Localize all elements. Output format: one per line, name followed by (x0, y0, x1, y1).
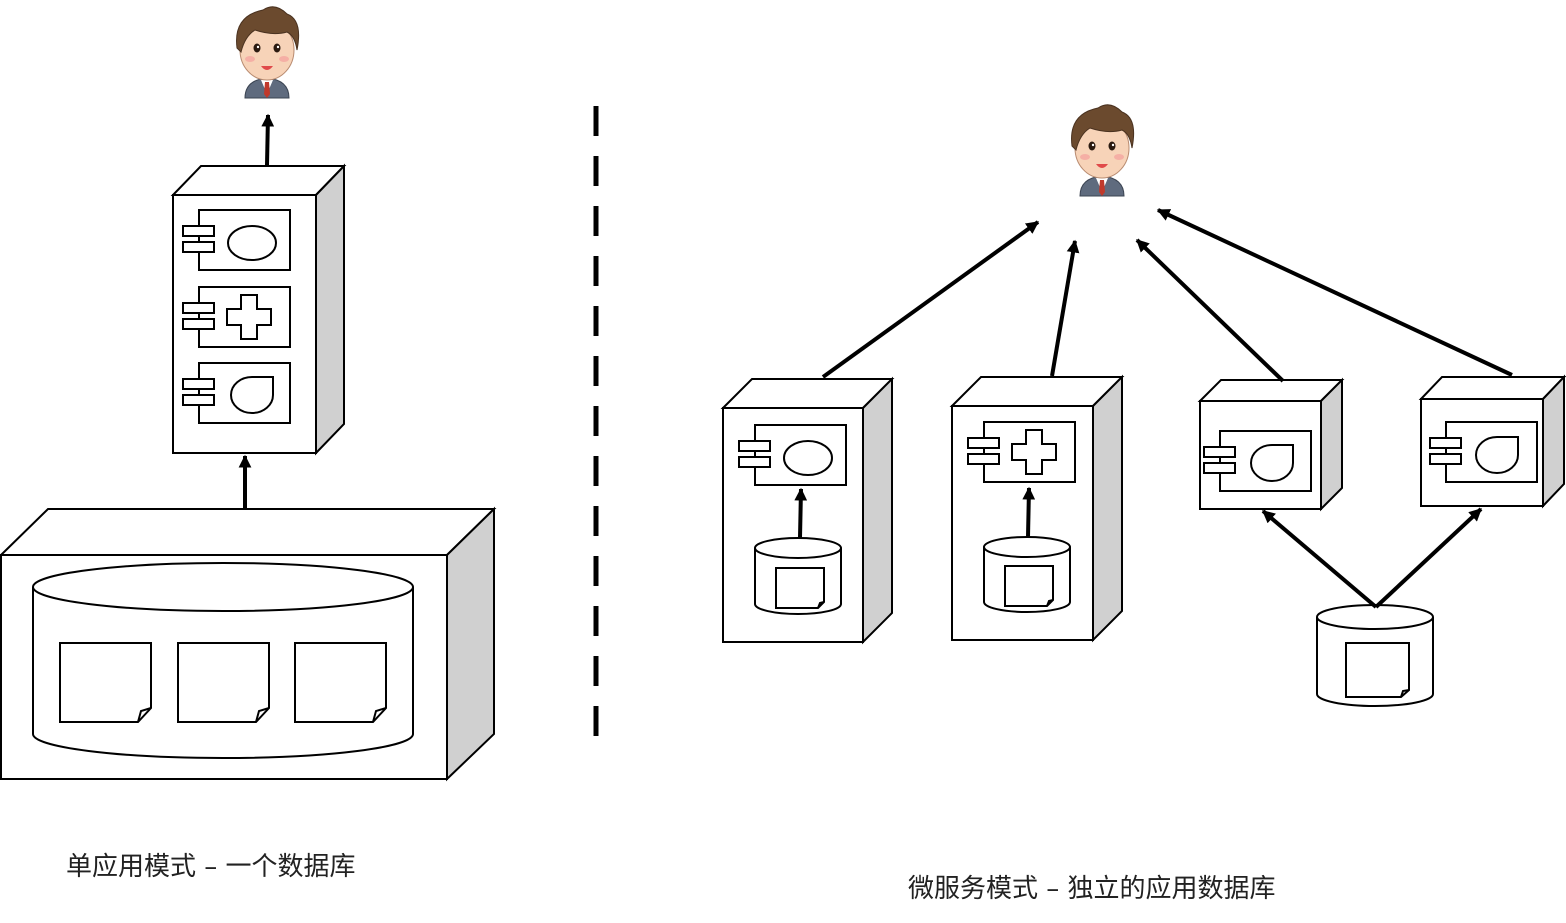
shared-database-cylinder-icon (1316, 604, 1434, 707)
component-icon (738, 424, 847, 486)
user-avatar-icon (1071, 104, 1135, 197)
arrow-db-to-component (794, 487, 808, 539)
arrow-shareddb-to-service4 (1374, 507, 1483, 609)
microservice-node-1 (720, 376, 895, 645)
component-icon (1429, 421, 1538, 483)
document-icon (775, 567, 825, 609)
arrow-server-to-user (261, 113, 275, 166)
document-icon (1345, 642, 1410, 698)
database-cylinder-icon (983, 536, 1071, 613)
microservice-node-2 (949, 374, 1125, 643)
arrow-service1-to-user (821, 220, 1040, 379)
microservice-node-3 (1197, 377, 1345, 512)
arrow-db-to-component (1022, 486, 1036, 538)
component-icon (1203, 430, 1312, 492)
user-avatar-icon (236, 6, 300, 99)
arrow-service2-to-user (1050, 239, 1080, 377)
microservices-caption: 微服务模式 – 独立的应用数据库 (908, 874, 1276, 904)
monolith-app-server (170, 163, 347, 456)
document-icon (294, 642, 387, 723)
component-icon (182, 286, 291, 348)
arrow-service3-to-user (1135, 238, 1285, 383)
arrow-service4-to-user (1156, 208, 1513, 377)
component-icon (182, 362, 291, 424)
component-icon (967, 421, 1076, 483)
component-icon (182, 209, 291, 271)
document-icon (1004, 565, 1054, 607)
arrow-shareddb-to-service3 (1261, 509, 1378, 609)
document-icon (59, 642, 152, 723)
document-icon (177, 642, 270, 723)
microservice-node-4 (1418, 374, 1566, 509)
database-cylinder-icon (754, 537, 842, 615)
monolith-database-server (0, 506, 497, 782)
monolith-caption: 单应用模式 – 一个数据库 (66, 852, 356, 882)
